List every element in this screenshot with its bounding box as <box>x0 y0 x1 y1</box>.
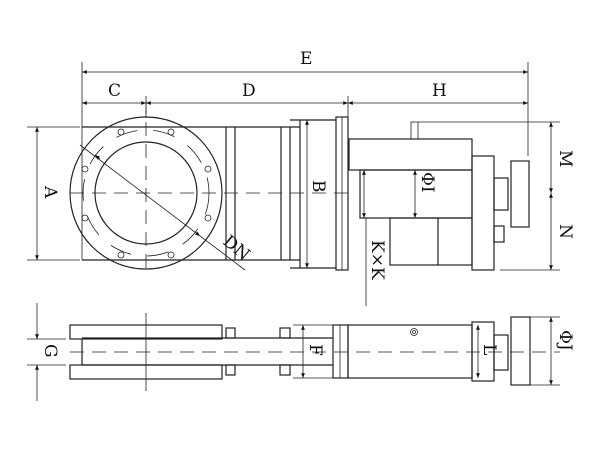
dimension-phi-i: ΦI <box>362 169 437 219</box>
bolt-holes <box>81 128 212 259</box>
actuator-front <box>335 116 560 271</box>
label-n: N <box>555 224 575 239</box>
dimension-phi-j: ΦJ <box>549 317 575 385</box>
label-f: F <box>305 344 325 356</box>
dimension-g: G <box>27 303 66 401</box>
label-d: D <box>242 81 256 101</box>
dimension-e: E <box>82 49 528 74</box>
label-m: M <box>555 150 575 167</box>
label-kxk: K×K <box>367 240 387 280</box>
label-e: E <box>300 49 312 69</box>
label-c: C <box>108 81 121 101</box>
flange-view: DN <box>69 100 348 272</box>
dimension-mn: M N <box>549 122 575 270</box>
label-phi-j: ΦJ <box>555 330 575 351</box>
label-a: A <box>40 185 60 199</box>
dimension-kxk: K×K <box>365 218 387 306</box>
label-l: L <box>479 344 499 355</box>
dimension-l: L <box>476 325 499 378</box>
label-phi-i: ΦI <box>417 172 437 193</box>
label-b: B <box>308 180 328 193</box>
label-g: G <box>40 344 60 358</box>
dimension-f: F <box>293 324 333 379</box>
dimension-b: B <box>305 120 328 268</box>
label-h: H <box>432 81 447 101</box>
dimension-cdh: C D H <box>82 81 528 105</box>
dn-leader <box>79 144 246 271</box>
dimension-a: A <box>27 126 80 261</box>
